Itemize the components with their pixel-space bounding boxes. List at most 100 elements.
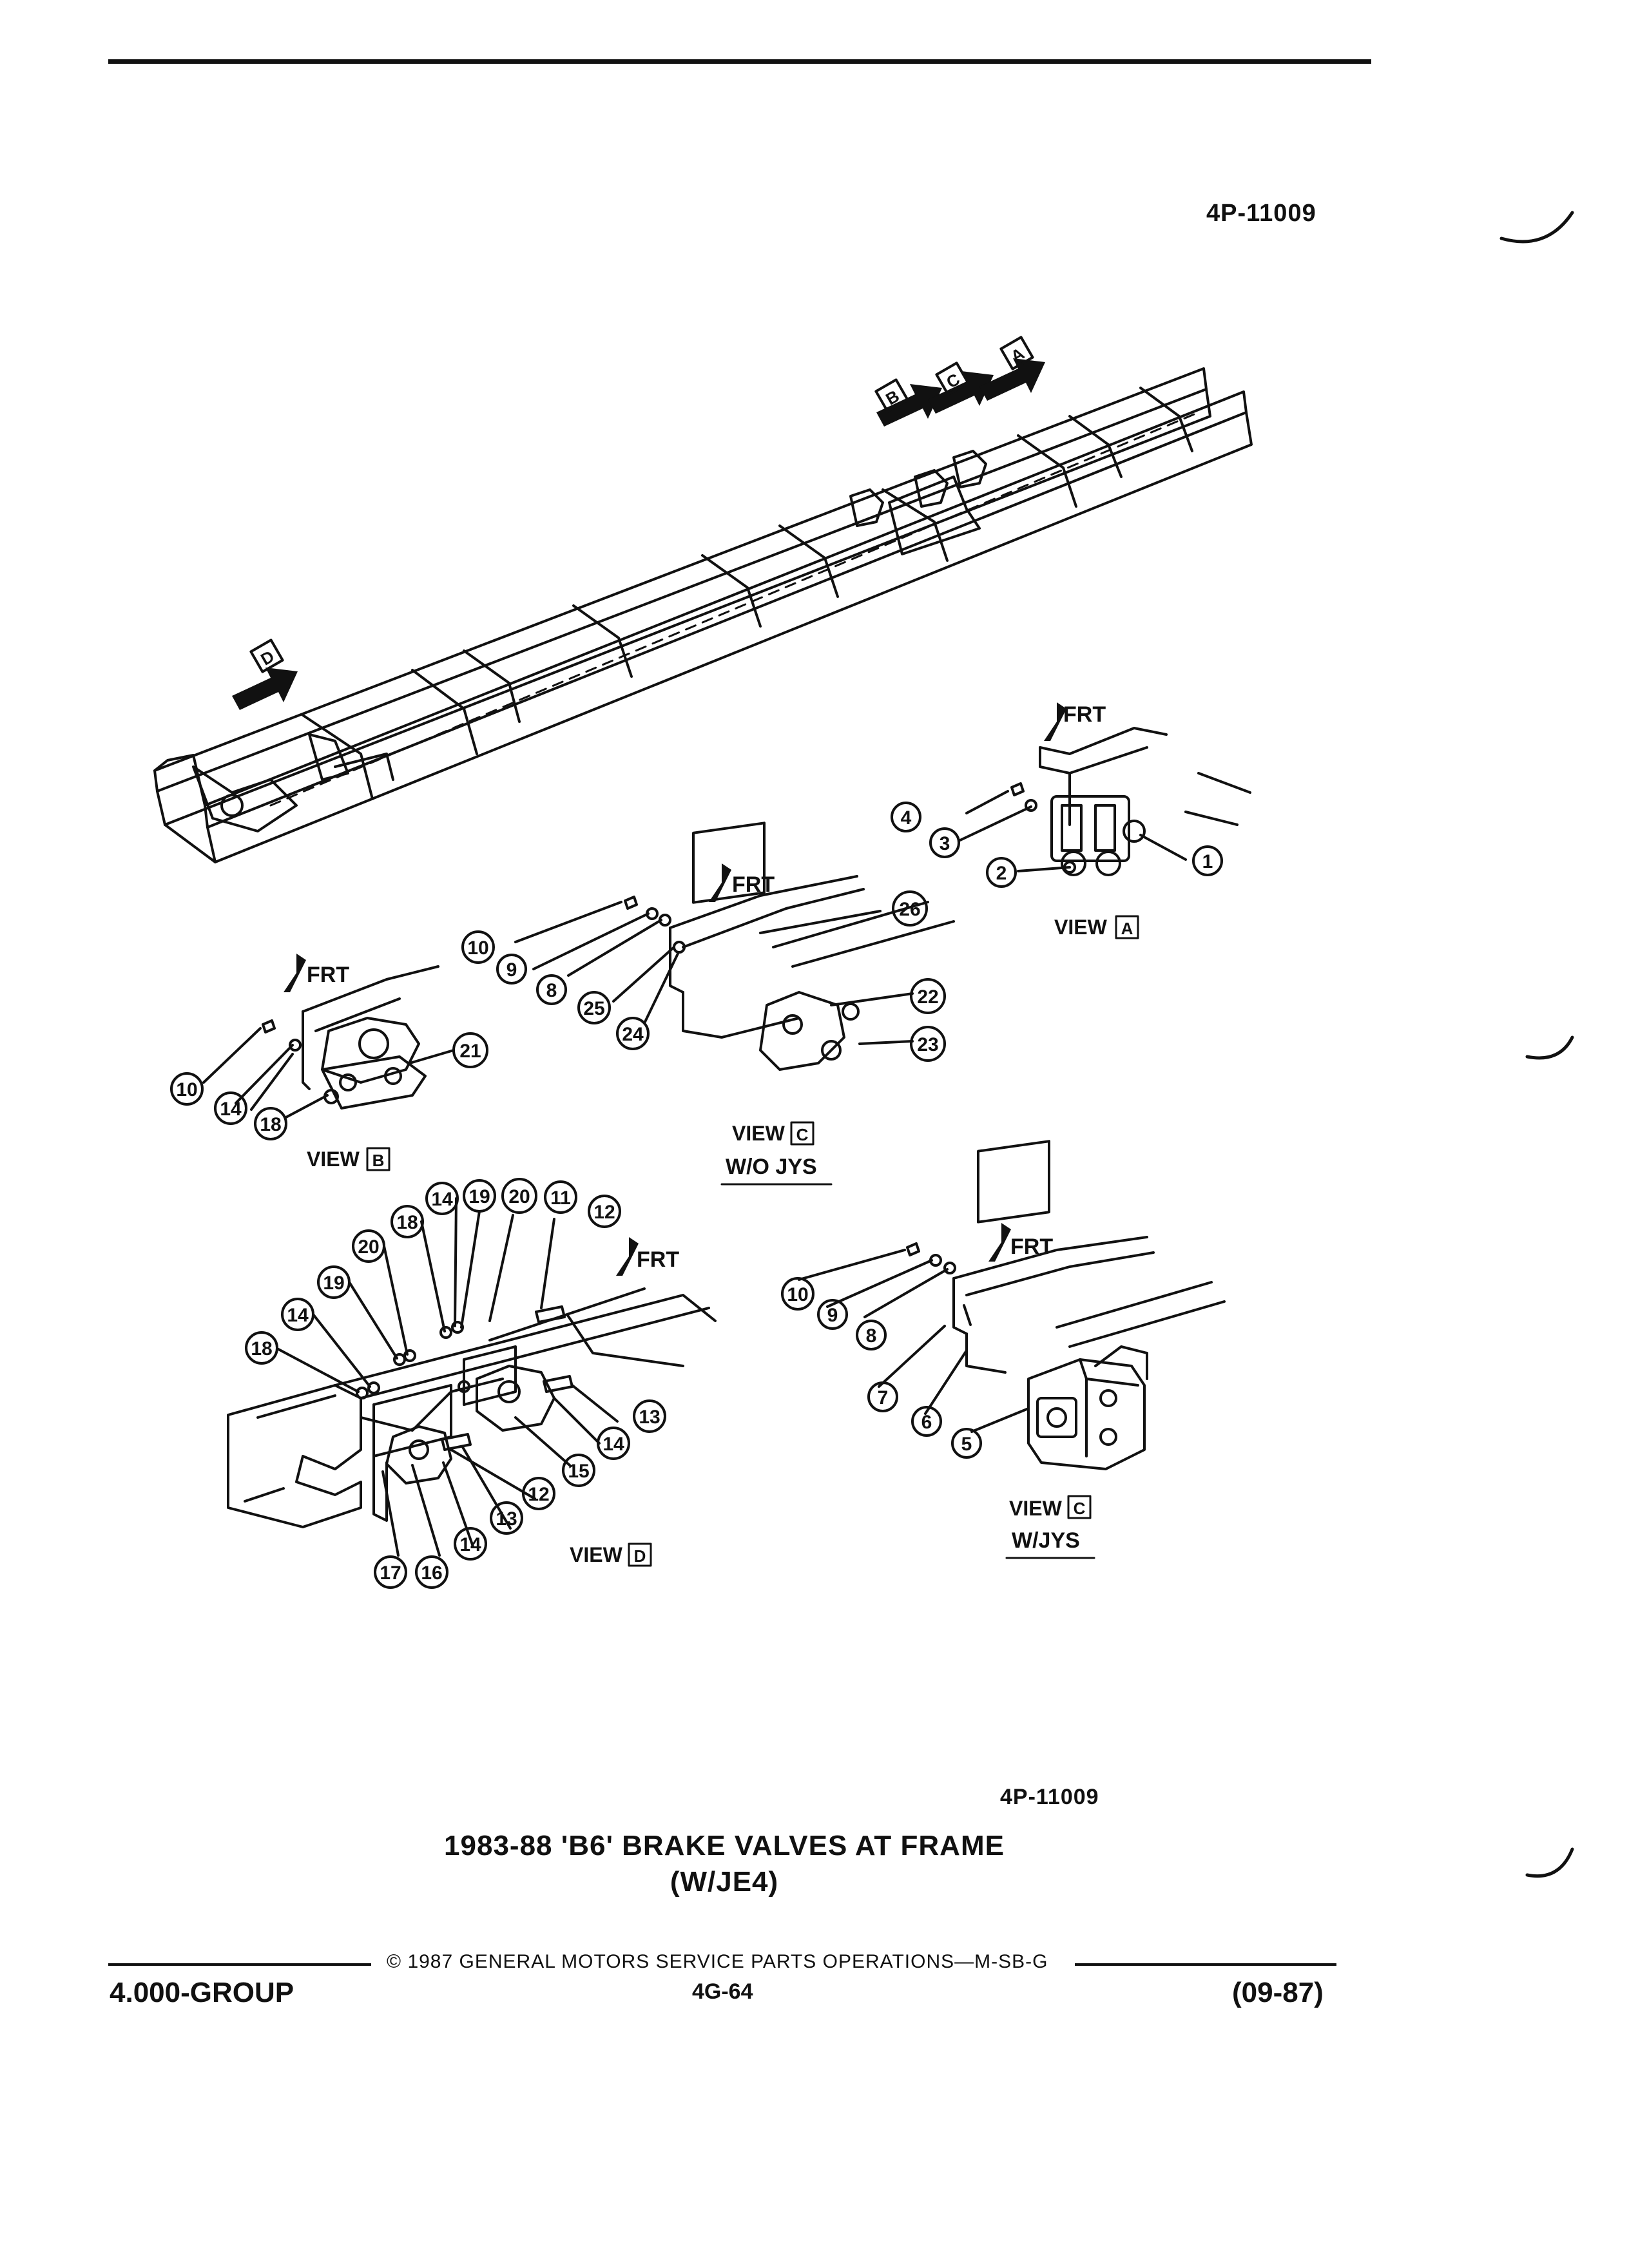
svg-text:6: 6 xyxy=(921,1412,932,1433)
svg-text:VIEW: VIEW xyxy=(732,1122,786,1145)
view-c-w-jys: FRT xyxy=(798,1140,1226,1470)
svg-text:D: D xyxy=(634,1546,646,1566)
svg-text:14: 14 xyxy=(431,1189,453,1210)
svg-text:18: 18 xyxy=(260,1114,281,1135)
svg-text:14: 14 xyxy=(220,1099,242,1120)
callouts: 1 2 3 4 10 9 8 25 24 26 22 23 10 14 18 2… xyxy=(170,802,1223,1589)
callout-14: 14 xyxy=(425,1182,459,1215)
footer-page-number: 4G-64 xyxy=(692,1979,753,2004)
frt-label: FRT xyxy=(1063,702,1106,727)
svg-text:21: 21 xyxy=(459,1041,481,1062)
svg-text:4: 4 xyxy=(901,807,912,829)
svg-text:2: 2 xyxy=(996,863,1007,884)
svg-text:10: 10 xyxy=(787,1284,808,1305)
frt-arrow-icon xyxy=(709,863,731,902)
callout-15: 15 xyxy=(562,1454,595,1487)
view-label-b: VIEW B xyxy=(307,1147,390,1171)
svg-text:8: 8 xyxy=(546,980,557,1001)
view-c-wo-jys: FRT xyxy=(514,822,955,1071)
footer-copyright: © 1987 GENERAL MOTORS SERVICE PARTS OPER… xyxy=(387,1951,1048,1972)
svg-text:14: 14 xyxy=(602,1434,624,1455)
footer-rule-right xyxy=(1075,1963,1336,1966)
callout-8: 8 xyxy=(536,974,567,1005)
callout-19: 19 xyxy=(317,1265,351,1299)
page-subtitle: (W/JE4) xyxy=(670,1866,779,1898)
view-b: FRT xyxy=(202,954,455,1119)
svg-text:9: 9 xyxy=(827,1305,838,1326)
svg-text:20: 20 xyxy=(358,1236,379,1258)
svg-text:10: 10 xyxy=(176,1079,197,1100)
svg-text:24: 24 xyxy=(622,1024,644,1045)
svg-text:25: 25 xyxy=(583,998,604,1019)
callout-9: 9 xyxy=(817,1299,848,1330)
footer-date: (09-87) xyxy=(1232,1977,1324,2008)
callout-5: 5 xyxy=(951,1428,982,1459)
callout-20: 20 xyxy=(501,1178,537,1214)
callout-13: 13 xyxy=(633,1399,666,1433)
view-label-d: VIEW D xyxy=(570,1542,652,1567)
view-label-a: VIEW A xyxy=(1054,915,1139,939)
callout-10: 10 xyxy=(781,1277,815,1311)
view-label-c-wo-jys: VIEW C W/O JYS xyxy=(720,1121,833,1186)
doc-number-bottom: 4P-11009 xyxy=(1000,1785,1099,1809)
svg-text:14: 14 xyxy=(287,1305,309,1326)
callout-10: 10 xyxy=(170,1072,204,1106)
callout-11: 11 xyxy=(544,1180,577,1214)
callout-25: 25 xyxy=(577,991,611,1024)
callout-14: 14 xyxy=(597,1427,630,1460)
svg-text:W/O JYS: W/O JYS xyxy=(726,1155,817,1179)
footer-group: 4.000-GROUP xyxy=(110,1977,294,2008)
svg-text:26: 26 xyxy=(899,899,920,920)
svg-text:14: 14 xyxy=(459,1534,481,1555)
callout-18: 18 xyxy=(254,1107,287,1140)
svg-text:C: C xyxy=(796,1125,809,1144)
callout-20: 20 xyxy=(352,1229,385,1263)
arrow-marker-a: A xyxy=(979,336,1045,401)
svg-text:1: 1 xyxy=(1202,851,1213,872)
callout-22: 22 xyxy=(910,978,946,1014)
svg-text:C: C xyxy=(1074,1499,1086,1518)
chassis-frame xyxy=(153,367,1253,863)
frt-label: FRT xyxy=(732,872,775,897)
frt-label: FRT xyxy=(307,963,349,987)
svg-text:11: 11 xyxy=(550,1187,571,1209)
callout-9: 9 xyxy=(496,954,527,985)
callout-13: 13 xyxy=(490,1501,523,1535)
svg-text:W/JYS: W/JYS xyxy=(1012,1528,1080,1553)
callout-19: 19 xyxy=(463,1179,496,1213)
svg-text:VIEW: VIEW xyxy=(1009,1497,1063,1520)
callout-7: 7 xyxy=(867,1381,898,1412)
frt-arrow-icon xyxy=(616,1237,639,1276)
svg-text:16: 16 xyxy=(421,1562,442,1584)
svg-text:VIEW: VIEW xyxy=(307,1148,360,1171)
callout-14: 14 xyxy=(454,1527,487,1561)
callout-14: 14 xyxy=(214,1091,247,1125)
svg-text:13: 13 xyxy=(496,1508,517,1530)
frt-arrow-icon xyxy=(284,954,306,992)
svg-text:19: 19 xyxy=(468,1186,490,1207)
arrow-marker-d: D xyxy=(232,639,298,710)
svg-text:5: 5 xyxy=(961,1434,972,1455)
frt-arrow-icon xyxy=(988,1223,1011,1262)
frt-label: FRT xyxy=(1010,1235,1053,1259)
callout-3: 3 xyxy=(929,827,960,858)
view-d: FRT xyxy=(227,1197,717,1557)
callout-2: 2 xyxy=(986,857,1017,888)
callout-17: 17 xyxy=(374,1555,407,1589)
svg-text:B: B xyxy=(372,1151,385,1170)
svg-text:A: A xyxy=(1121,919,1133,938)
top-rule xyxy=(108,59,1371,64)
svg-text:3: 3 xyxy=(940,833,950,854)
view-label-c-w-jys: VIEW C W/JYS xyxy=(1005,1495,1095,1559)
callout-6: 6 xyxy=(911,1406,942,1437)
callout-23: 23 xyxy=(910,1026,946,1062)
svg-text:18: 18 xyxy=(396,1212,418,1233)
callout-1: 1 xyxy=(1192,845,1223,876)
svg-text:8: 8 xyxy=(866,1325,877,1347)
svg-text:19: 19 xyxy=(323,1273,344,1294)
callout-12: 12 xyxy=(588,1195,621,1228)
page-title: 1983-88 'B6' BRAKE VALVES AT FRAME xyxy=(444,1830,1005,1861)
svg-text:18: 18 xyxy=(251,1338,272,1360)
svg-text:15: 15 xyxy=(568,1461,589,1482)
